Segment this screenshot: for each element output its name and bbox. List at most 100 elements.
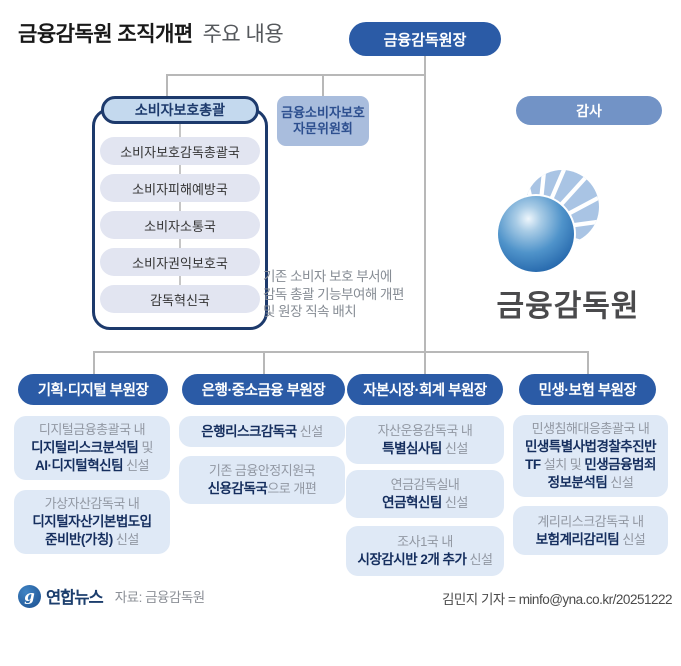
- new-unit-name: 특별심사팀: [382, 441, 442, 456]
- context-text: 민생침해대응총괄국 내: [531, 421, 650, 436]
- consumer-connector-tick: [179, 124, 181, 137]
- box-text-line: 은행리스크감독국 신설: [201, 423, 323, 441]
- title-main: 금융감독원 조직개편: [18, 23, 193, 46]
- note-line-2: 감독 총괄 기능부여해 개편: [263, 286, 404, 302]
- box-text-line: 디지털자산기본법도입: [32, 513, 152, 531]
- context-text: 조사1국 내: [397, 534, 453, 549]
- yonhap-glyph: g: [24, 587, 35, 605]
- fss-logo-text: 금융감독원: [496, 290, 640, 323]
- auditor-box: 감사: [516, 96, 662, 125]
- deputy-pill-1: 기획·디지털 부원장: [18, 374, 168, 405]
- new-unit-name: 연금혁신팀: [382, 495, 442, 510]
- connector-trunk: [424, 55, 426, 352]
- reorg-note: 기존 소비자 보호 부서에 감독 총괄 기능부여해 개편 및 원장 직속 배치: [263, 268, 404, 321]
- footer-source: 자료: 금융감독원: [114, 590, 205, 605]
- context-text: 신설: [441, 495, 468, 510]
- box-text-line: 가상자산감독국 내: [45, 495, 140, 513]
- box-text-line: TF 설치 및 민생금융범죄: [525, 456, 656, 474]
- connector-bottom-horizontal: [93, 351, 588, 353]
- deputy-2-box-1: 은행리스크감독국 신설: [179, 416, 345, 447]
- new-unit-name: 시장감시반 2개 추가: [357, 552, 467, 567]
- context-text: 설치 및: [540, 457, 585, 472]
- governor-box: 금융감독원장: [349, 22, 501, 56]
- box-text-line: 시장감시반 2개 추가 신설: [358, 551, 493, 569]
- note-line-3: 및 원장 직속 배치: [263, 304, 357, 319]
- new-unit-name: 민생금융범죄: [584, 457, 656, 472]
- box-text-line: 정보분석팀 신설: [548, 474, 634, 492]
- footer-agency: 연합뉴스: [46, 589, 104, 607]
- box-text-line: AI·디지털혁신팀 신설: [34, 457, 150, 475]
- footer-left: g 연합뉴스 자료: 금융감독원: [18, 584, 205, 608]
- new-unit-name: 디지털자산기본법도입: [32, 514, 152, 529]
- box-text-line: 신용감독국으로 개편: [208, 480, 317, 498]
- context-text: 연금감독실내: [390, 477, 460, 492]
- connector-drop-deputy-1: [93, 351, 95, 375]
- consumer-dept-3: 소비자소통국: [100, 211, 260, 239]
- box-text-line: 디지털리스크분석팀 및: [31, 439, 153, 457]
- consumer-dept-2: 소비자피해예방국: [100, 174, 260, 202]
- box-text-line: 특별심사팀 신설: [382, 440, 468, 458]
- footer-credit: 김민지 기자 = minfo@yna.co.kr/20251222: [441, 592, 673, 607]
- advisory-line-2: 자문위원회: [293, 121, 353, 136]
- context-text: 신설: [112, 532, 139, 547]
- context-text: 기존 금융안정지원국: [208, 463, 316, 478]
- context-text: 신설: [122, 458, 150, 473]
- box-text-line: 자산운용감독국 내: [378, 422, 473, 440]
- new-unit-name: TF: [525, 457, 541, 472]
- new-unit-name: 정보분석팀: [547, 475, 608, 490]
- consumer-dept-5: 감독혁신국: [100, 285, 260, 313]
- new-unit-name: 보험계리감리팀: [535, 531, 620, 547]
- yonhap-logo-icon: g: [18, 584, 41, 608]
- title-sub: 주요 내용: [202, 23, 284, 46]
- box-text-line: 민생침해대응총괄국 내: [532, 420, 650, 438]
- new-unit-name: 디지털리스크분석팀: [31, 440, 139, 455]
- deputy-pill-2: 은행·중소금융 부원장: [182, 374, 345, 405]
- consumer-dept-1: 소비자보호감독총괄국: [100, 137, 260, 165]
- advisory-line-1: 금융소비자보호: [281, 105, 365, 120]
- context-text: 신설: [619, 531, 646, 547]
- fss-logo-icon: [496, 170, 599, 274]
- consumer-protection-header: 소비자보호총괄: [101, 96, 259, 124]
- box-text-line: 민생특별사법경찰추진반: [524, 438, 657, 456]
- consumer-connector-tick: [179, 276, 181, 285]
- connector-drop-deputy-3: [424, 351, 426, 375]
- fss-logo-mark: [465, 162, 670, 280]
- context-text: 디지털금융총괄국 내: [38, 422, 146, 437]
- consumer-dept-4: 소비자권익보호국: [100, 248, 260, 276]
- deputy-pill-3: 자본시장·회계 부원장: [347, 374, 503, 405]
- context-text: 가상자산감독국 내: [44, 496, 140, 511]
- advisory-committee-box: 금융소비자보호 자문위원회: [277, 96, 369, 146]
- new-unit-name: 준비반(가칭): [45, 532, 113, 547]
- connector-drop-advisory: [322, 74, 324, 97]
- new-unit-name: 민생특별사법경찰추진반: [524, 439, 657, 454]
- context-text: 신설: [296, 423, 323, 439]
- new-unit-name: AI·디지털혁신팀: [34, 458, 124, 473]
- box-text-line: 연금혁신팀 신설: [382, 494, 468, 512]
- context-text: 계리리스크감독국 내: [537, 513, 644, 529]
- context-text: 자산운용감독국 내: [377, 423, 473, 438]
- context-text: 으로 개편: [267, 481, 317, 496]
- context-text: 신설: [607, 475, 634, 490]
- connector-top-horizontal: [166, 74, 426, 76]
- page-title: 금융감독원 조직개편 주요 내용: [18, 18, 284, 48]
- new-unit-name: 신용감독국: [207, 481, 268, 496]
- consumer-connector-tick: [179, 165, 181, 174]
- box-text-line: 조사1국 내: [397, 533, 453, 551]
- new-unit-name: 은행리스크감독국: [201, 423, 297, 439]
- context-text: 및: [138, 440, 153, 455]
- connector-drop-deputy-2: [263, 351, 265, 375]
- box-text-line: 연금감독실내: [391, 476, 460, 494]
- box-text-line: 디지털금융총괄국 내: [38, 421, 146, 439]
- connector-drop-consumer: [166, 74, 168, 97]
- box-text-line: 준비반(가칭) 신설: [45, 531, 139, 549]
- context-text: 신설: [466, 552, 493, 567]
- context-text: 신설: [441, 441, 468, 456]
